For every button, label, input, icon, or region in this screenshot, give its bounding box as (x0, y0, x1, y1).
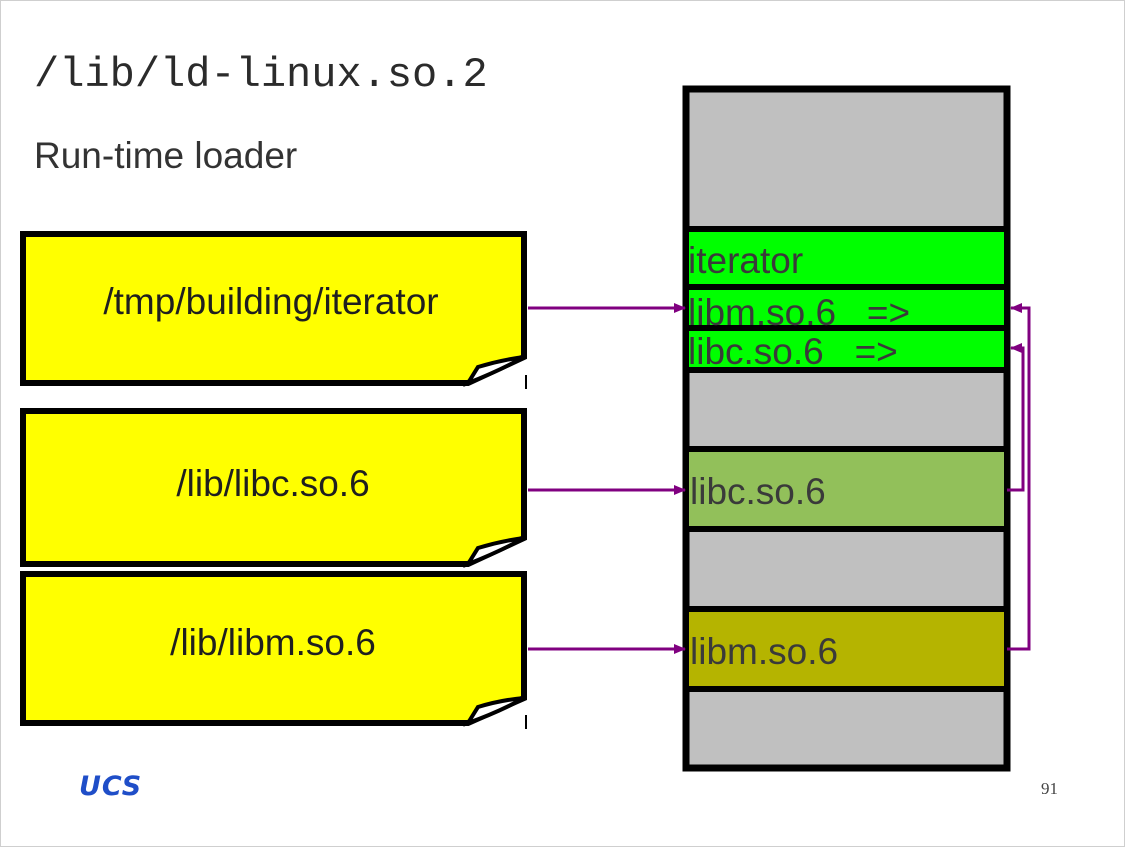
link-arrow-libm (1007, 303, 1031, 651)
slide-subtitle: Run-time loader (34, 135, 298, 176)
file-label-libm: /lib/libm.so.6 (170, 622, 376, 663)
segment-label-libc-ref: libc.so.6 => (688, 331, 898, 372)
file-label-libc: /lib/libc.so.6 (176, 463, 369, 504)
note-fold (463, 536, 525, 569)
ucs-logo: UCS (79, 771, 143, 802)
page-number: 91 (1041, 779, 1058, 798)
file-note-libm: /lib/libm.so.6 (20, 571, 527, 729)
segment-libm (683, 606, 1010, 692)
link-arrow-libc (1007, 343, 1025, 492)
segment-label-libm: libm.so.6 (690, 631, 838, 672)
note-fold (463, 696, 525, 727)
memory-map: iterator libm.so.6 => libc.so.6 => libc.… (682, 85, 1011, 772)
segment-label-iterator: iterator (688, 240, 803, 281)
file-note-iterator: /tmp/building/iterator (20, 231, 527, 389)
note-fold (463, 355, 525, 388)
file-label-iterator: /tmp/building/iterator (103, 281, 438, 322)
segment-libc-ref (683, 325, 1010, 373)
slide-title: /lib/ld-linux.so.2 (34, 51, 488, 99)
link-arrows (1007, 303, 1031, 651)
load-arrows (528, 303, 686, 654)
segment-label-libm-ref: libm.so.6 => (688, 292, 910, 333)
segment-label-libc: libc.so.6 (690, 471, 826, 512)
file-note-libc: /lib/libc.so.6 (20, 408, 527, 569)
